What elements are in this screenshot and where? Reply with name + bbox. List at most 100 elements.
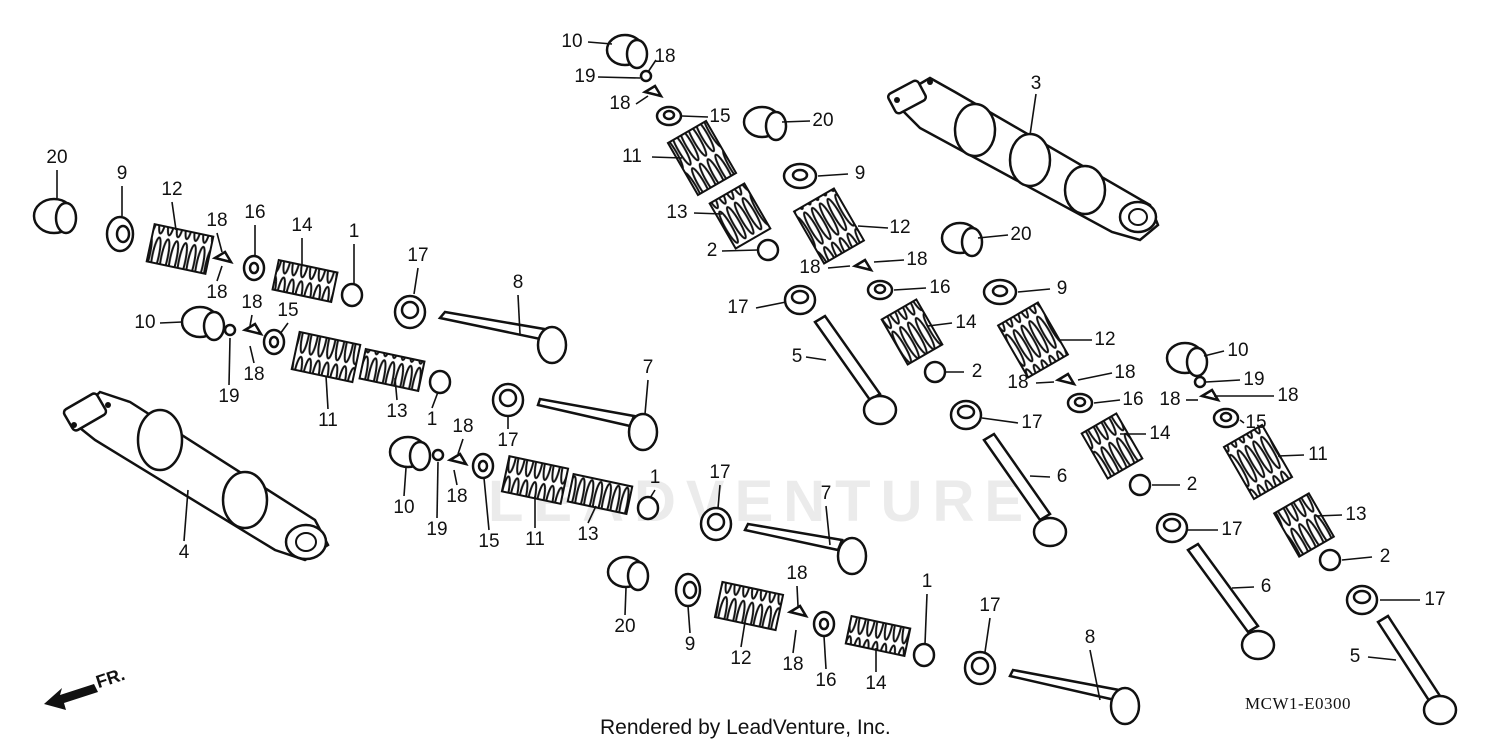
- callout-number: 11: [1308, 444, 1328, 465]
- valve: [982, 432, 1068, 548]
- guide: [783, 284, 817, 316]
- callout-number: 18: [206, 210, 227, 231]
- seal: [1128, 473, 1152, 497]
- callout-number: 17: [1021, 412, 1042, 433]
- guide: [393, 294, 427, 330]
- seal: [636, 495, 660, 521]
- guide: [949, 399, 983, 431]
- callout-number: 16: [929, 277, 950, 298]
- callout-number: 8: [513, 272, 524, 293]
- callout-number: 4: [179, 542, 190, 563]
- washer: [1066, 392, 1094, 414]
- valve: [1376, 614, 1458, 726]
- callout-number: 5: [1350, 646, 1361, 667]
- callout-number: 20: [1010, 224, 1031, 245]
- callout-number: 13: [386, 401, 407, 422]
- keeper: [446, 452, 809, 618]
- callout-number: 20: [614, 616, 635, 637]
- callout-number: 17: [1221, 519, 1242, 540]
- valve: [743, 522, 868, 576]
- callout-number: 7: [821, 483, 832, 504]
- credit-text: Rendered by LeadVenture, Inc.: [600, 716, 891, 739]
- diagram-code: MCW1-E0300: [1245, 694, 1352, 713]
- callout-number: 13: [666, 202, 687, 223]
- camshaft-exhaust: [886, 76, 1160, 242]
- valve-group: [437, 310, 1458, 726]
- callout-number: 12: [730, 648, 751, 669]
- callout-number: 18: [1277, 385, 1298, 406]
- callout-number: 20: [46, 147, 67, 168]
- callout-number: 2: [1187, 474, 1198, 495]
- callout-number: 3: [1031, 73, 1042, 94]
- callout-number: 1: [650, 467, 661, 488]
- callout-number: 18: [786, 563, 807, 584]
- callout-number: 13: [1345, 504, 1366, 525]
- callout-number: 6: [1057, 466, 1068, 487]
- seal: [912, 642, 936, 668]
- callout-number: 20: [812, 110, 833, 131]
- callout-number: 19: [1243, 369, 1264, 390]
- seal: [340, 282, 364, 308]
- washer: [471, 452, 495, 480]
- callout-number: 17: [497, 430, 518, 451]
- callout-number: 14: [1149, 423, 1171, 444]
- callout-number: 10: [561, 31, 582, 52]
- callout-number: 15: [277, 300, 298, 321]
- guide: [1345, 584, 1379, 616]
- callout-number: 16: [815, 670, 836, 691]
- callout-number: 10: [134, 312, 155, 333]
- callout-number: 11: [622, 146, 642, 167]
- washer: [812, 610, 836, 638]
- callout-number: 18: [1159, 389, 1180, 410]
- callout-number: 2: [707, 240, 718, 261]
- callout-number: 8: [1085, 627, 1096, 648]
- callout-number: 18: [241, 292, 262, 313]
- cotter: [639, 69, 1207, 389]
- callout-number: 9: [685, 634, 696, 655]
- callout-number: 1: [349, 221, 360, 242]
- callout-number: 7: [643, 357, 654, 378]
- guide: [963, 650, 997, 686]
- callout-number: 18: [906, 249, 927, 270]
- leader-lines: [56, 41, 1420, 701]
- washer: [242, 254, 266, 282]
- valve: [1008, 668, 1141, 726]
- callout-number: 12: [161, 179, 182, 200]
- seal: [1318, 548, 1342, 572]
- callout-number: 6: [1261, 576, 1272, 597]
- seal: [428, 369, 452, 395]
- callout-number: 2: [972, 361, 983, 382]
- valve: [813, 314, 898, 426]
- callout-number: 10: [393, 497, 414, 518]
- callout-number: 9: [117, 163, 128, 184]
- valve: [437, 310, 568, 365]
- callout-number: 16: [1122, 389, 1143, 410]
- callout-number: 13: [577, 524, 598, 545]
- callout-number: 19: [426, 519, 447, 540]
- seal: [923, 360, 947, 384]
- callout-number: 12: [1094, 329, 1115, 350]
- callout-number: 18: [799, 257, 820, 278]
- callout-number: 17: [1424, 589, 1445, 610]
- callout-number: 18: [452, 416, 473, 437]
- callout-number: 18: [1007, 372, 1028, 393]
- callout-number: 18: [654, 46, 675, 67]
- washer: [262, 328, 286, 356]
- valve-springs: [145, 119, 1336, 658]
- shim: [605, 33, 649, 70]
- seal: [756, 238, 780, 262]
- callout-number: 16: [244, 202, 265, 223]
- valve: [536, 397, 659, 452]
- keeper: [211, 250, 264, 336]
- washer: [1212, 407, 1240, 429]
- keeper: [1054, 372, 1221, 402]
- callout-number: 17: [727, 297, 748, 318]
- callout-number: 9: [855, 163, 866, 184]
- keeper: [641, 84, 874, 272]
- washer: [866, 279, 894, 301]
- retainer: [105, 215, 135, 253]
- shim: [1165, 341, 1209, 378]
- callout-number: 18: [782, 654, 803, 675]
- guide: [699, 506, 733, 542]
